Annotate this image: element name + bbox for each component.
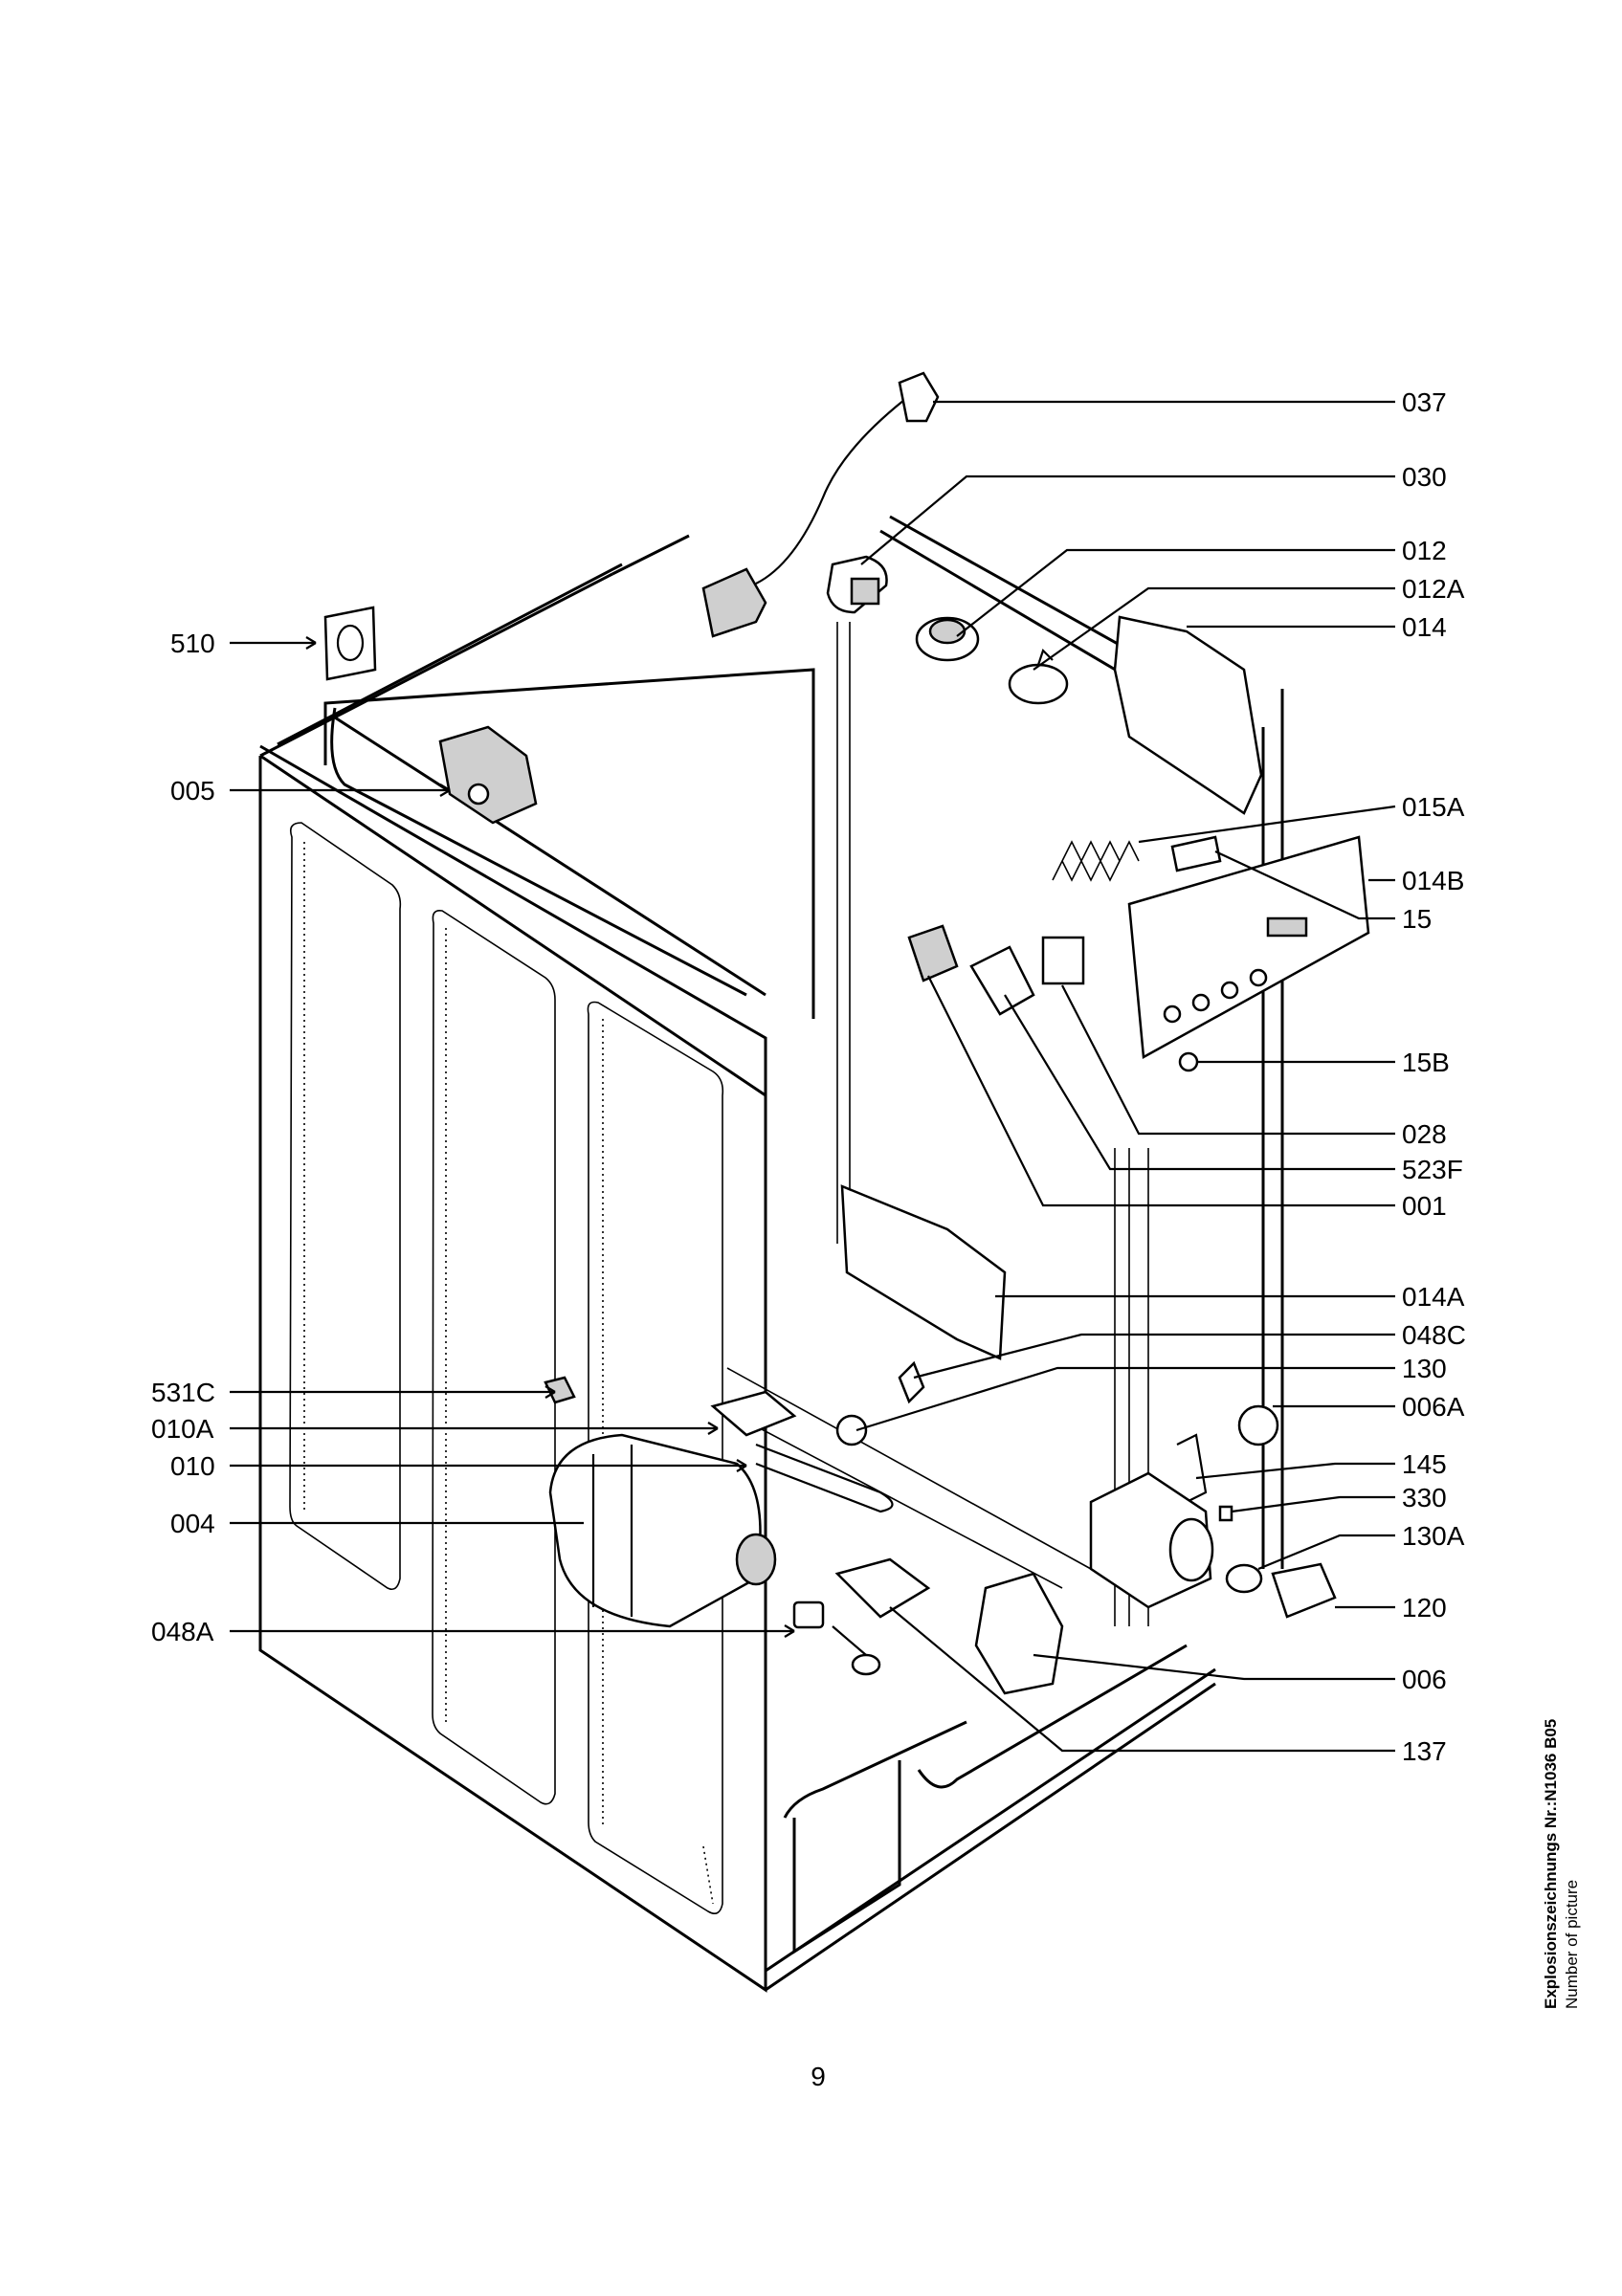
label-531C: 531C (151, 1378, 215, 1407)
cabinet-body (258, 515, 1284, 1993)
capacitor-part-030 (826, 555, 888, 614)
valve-part-005 (438, 725, 538, 825)
label-010A: 010A (151, 1414, 214, 1444)
heater-part-010 (755, 1443, 894, 1513)
thermostat-part-137 (834, 1557, 931, 1619)
pump-part-006A (1237, 1404, 1279, 1446)
label-120: 120 (1402, 1593, 1447, 1623)
brush-part-048A (792, 1601, 825, 1629)
label-15B: 15B (1402, 1048, 1450, 1077)
drawing-number: Explosionszeichnungs Nr.:N1036 B05 (1542, 1718, 1560, 2009)
label-523F: 523F (1402, 1155, 1463, 1184)
switch-part-028 (1041, 936, 1085, 985)
o-ring-part-130A (1225, 1563, 1263, 1594)
programmer-part-001 (907, 924, 959, 982)
button-part-15 (1170, 835, 1222, 872)
plate-part-510 (323, 606, 377, 681)
label-510: 510 (170, 629, 215, 658)
hose-holder-part-145 (1176, 1433, 1208, 1503)
seal-part-130 (835, 1414, 868, 1446)
label-048A: 048A (151, 1617, 214, 1646)
label-145: 145 (1402, 1449, 1447, 1479)
sensor-part-048C (898, 1360, 925, 1404)
label-130A: 130A (1402, 1521, 1465, 1551)
pressure-switch-part-012 (915, 616, 980, 662)
label-330: 330 (1402, 1483, 1447, 1512)
label-014B: 014B (1402, 866, 1464, 895)
pressure-switch-part-012A (1008, 648, 1069, 705)
label-028: 028 (1402, 1119, 1447, 1149)
parts (323, 371, 1370, 1695)
page-number: 9 (811, 2062, 826, 2091)
label-014: 014 (1402, 612, 1447, 642)
label-048C: 048C (1402, 1320, 1466, 1350)
part-labels: 037 030 012 012A 014 015A 014B 15 15B 02… (151, 387, 1466, 1766)
label-030: 030 (1402, 462, 1447, 492)
label-014A: 014A (1402, 1282, 1465, 1312)
drain-pump-part-006 (974, 1572, 1064, 1695)
label-012: 012 (1402, 536, 1447, 565)
washer-part (851, 1653, 881, 1676)
contact-spring-part-015A (1052, 840, 1140, 882)
small-part-330 (1218, 1505, 1233, 1522)
drawing-number-note: Explosionszeichnungs Nr.:N1036 B05 Numbe… (1541, 1719, 1583, 2009)
label-15: 15 (1402, 904, 1432, 934)
terminal-block-part (701, 567, 767, 638)
label-010: 010 (170, 1451, 215, 1481)
label-137: 137 (1402, 1736, 1447, 1766)
electronic-module-part-014A (840, 1184, 1007, 1360)
label-001: 001 (1402, 1191, 1447, 1221)
label-006A: 006A (1402, 1392, 1465, 1422)
label-006: 006 (1402, 1665, 1447, 1694)
label-130: 130 (1402, 1354, 1447, 1383)
leader-lines (230, 400, 1396, 1753)
number-of-picture: Number of picture (1563, 1879, 1581, 2009)
label-004: 004 (170, 1509, 215, 1538)
screw-part-531C (544, 1376, 576, 1404)
label-012A: 012A (1402, 574, 1465, 604)
label-037: 037 (1402, 387, 1447, 417)
module-part-523F (969, 945, 1035, 1016)
filter-part-120 (1271, 1562, 1337, 1619)
label-015A: 015A (1402, 792, 1465, 822)
label-005: 005 (170, 776, 215, 806)
pump-housing-part (1089, 1471, 1214, 1609)
bracket-part-010A (710, 1390, 797, 1437)
electronic-board-part-014 (1113, 615, 1263, 815)
fascia-panel-part-014B (1127, 835, 1370, 1060)
knob-part-15B (1178, 1051, 1199, 1072)
mains-plug-part-037 (755, 371, 940, 585)
motor-part-004 (548, 1433, 777, 1628)
